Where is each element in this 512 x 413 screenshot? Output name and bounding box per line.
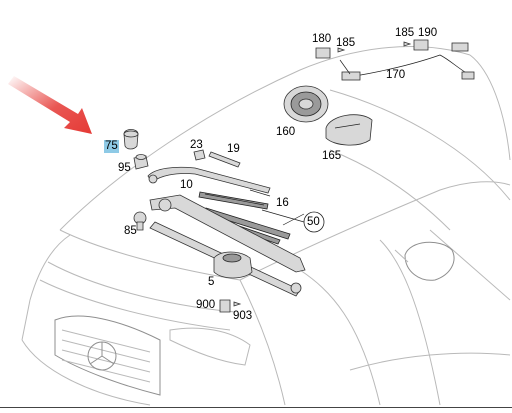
part-75-cap [123, 129, 139, 150]
part-19-blade-insert [208, 151, 241, 168]
callout-190: 190 [418, 27, 438, 39]
callout-165: 165 [322, 150, 342, 162]
callout-50: 50 [307, 216, 320, 228]
callout-16: 16 [276, 197, 289, 209]
part-linkage-frame [149, 194, 306, 297]
part-170-harness [339, 42, 475, 81]
part-5-wiper-motor [213, 251, 253, 279]
callout-23: 23 [190, 139, 203, 151]
part-180-plug [315, 47, 331, 59]
part-165-cover [325, 114, 373, 146]
part-185-pin-b [403, 41, 412, 47]
part-85-bolt [133, 211, 147, 231]
callout-900: 900 [196, 299, 216, 311]
callout-85: 85 [124, 225, 137, 237]
callout-5: 5 [208, 276, 215, 288]
part-185-pin-a [337, 47, 346, 53]
callout-170: 170 [386, 69, 406, 81]
part-10-wiper-arm [147, 166, 271, 194]
leader-lines [249, 189, 325, 233]
callout-180: 180 [312, 33, 332, 45]
car-body-outline [21, 46, 511, 406]
callout-160: 160 [276, 126, 296, 138]
part-16-wiper-blade [198, 191, 269, 210]
part-190-plug [413, 39, 429, 51]
callout-185-a: 185 [336, 37, 356, 49]
callout-903: 903 [233, 310, 253, 322]
callout-75: 75 [104, 140, 119, 153]
callout-50-circle [303, 211, 325, 233]
part-23-clip [193, 149, 206, 161]
part-900-connector [219, 299, 231, 313]
part-903-pin [233, 301, 242, 307]
bottom-divider [0, 407, 512, 408]
callout-95: 95 [118, 162, 131, 174]
pointer-arrow [8, 76, 92, 134]
part-95-nut [133, 154, 149, 170]
callout-185-b: 185 [395, 27, 415, 39]
callout-10: 10 [180, 179, 193, 191]
callout-19: 19 [227, 143, 240, 155]
part-160-sensor [283, 85, 329, 123]
